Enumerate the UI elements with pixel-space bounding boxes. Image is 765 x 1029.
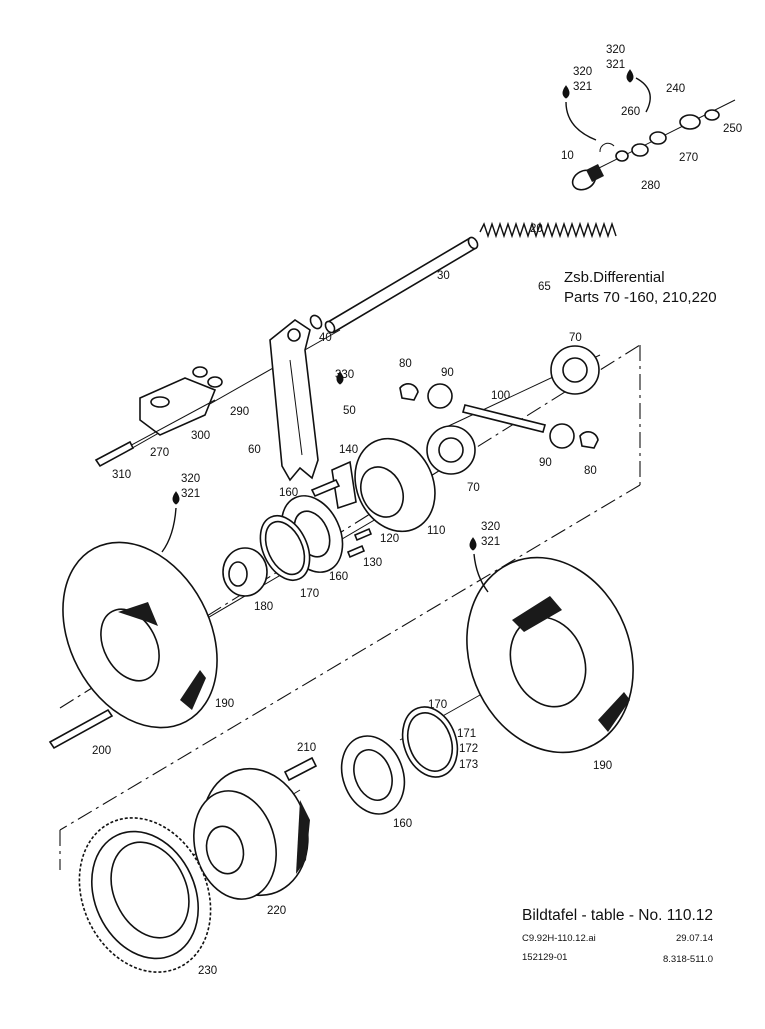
differential-housing xyxy=(193,767,310,900)
oil-drop-icon xyxy=(562,85,570,99)
callout-290: 290 xyxy=(230,406,249,418)
assembly-boundary xyxy=(59,344,641,870)
callout-120: 120 xyxy=(380,533,399,545)
callout-60: 60 xyxy=(248,444,261,456)
callout-300: 300 xyxy=(191,430,210,442)
callout-210: 210 xyxy=(297,742,316,754)
callout-321-b: 321 xyxy=(606,59,625,71)
differential-case xyxy=(310,437,436,559)
callout-130: 130 xyxy=(363,557,382,569)
callout-160c: 160 xyxy=(393,818,412,830)
oil-drop-icon xyxy=(336,371,344,385)
table-date: 29.07.14 xyxy=(676,933,713,944)
callout-190b: 190 xyxy=(593,760,612,772)
callout-40: 40 xyxy=(319,332,332,344)
differential-gears xyxy=(399,345,600,475)
linkage-parts xyxy=(479,99,736,239)
callout-180: 180 xyxy=(254,601,273,613)
assembly-title: Zsb.Differential xyxy=(564,269,665,286)
callout-170a: 170 xyxy=(300,588,319,600)
callout-100: 100 xyxy=(491,390,510,402)
flange-cover-left xyxy=(48,541,218,750)
callout-170b: 170 xyxy=(428,699,447,711)
callout-90a: 90 xyxy=(441,367,454,379)
callout-330: 330 xyxy=(335,369,354,381)
assembly-note: 65 Zsb.Differential Parts 70 -160, 210,2… xyxy=(538,269,717,306)
table-number: 8.318-511.0 xyxy=(663,954,713,965)
callout-320-a: 320 xyxy=(573,66,592,78)
callout-260: 260 xyxy=(621,106,640,118)
callout-320-b: 320 xyxy=(606,44,625,56)
bearing-assembly-lower xyxy=(283,706,459,815)
shaft xyxy=(309,236,479,334)
callout-50: 50 xyxy=(343,405,356,417)
lubrication-symbols xyxy=(161,69,651,593)
callout-320-d: 320 xyxy=(481,521,500,533)
callout-80a: 80 xyxy=(399,358,412,370)
assembly-subtitle: Parts 70 -160, 210,220 xyxy=(564,289,717,306)
callout-220: 220 xyxy=(267,905,286,917)
callout-280: 280 xyxy=(641,180,660,192)
callout-310: 310 xyxy=(112,469,131,481)
callout-10: 10 xyxy=(561,150,574,162)
callout-172: 172 xyxy=(459,743,478,755)
mounting-bracket xyxy=(94,366,223,468)
assembly-ref: 65 xyxy=(538,281,551,293)
title-block: Bildtafel - table - No. 110.12 C9.92H-11… xyxy=(522,907,713,965)
flange-cover-right xyxy=(466,556,634,754)
table-code: 152129-01 xyxy=(522,952,567,963)
callout-20: 20 xyxy=(530,223,543,235)
callout-80b: 80 xyxy=(584,465,597,477)
callout-270a: 270 xyxy=(679,152,698,164)
callout-171: 171 xyxy=(457,728,476,740)
callout-173: 173 xyxy=(459,759,478,771)
callout-230: 230 xyxy=(198,965,217,977)
callout-140: 140 xyxy=(339,444,358,456)
oil-drop-icon xyxy=(626,69,634,83)
callout-30: 30 xyxy=(437,270,450,282)
callout-160b: 160 xyxy=(329,571,348,583)
callout-270b: 270 xyxy=(150,447,169,459)
callout-321-c: 321 xyxy=(181,488,200,500)
bearing-assembly-left xyxy=(222,495,344,597)
table-title: Bildtafel - table - No. 110.12 xyxy=(522,907,713,924)
callout-160a: 160 xyxy=(279,487,298,499)
oil-drop-icon xyxy=(469,537,477,551)
shift-lever xyxy=(269,319,319,482)
callout-labels: 10 20 30 40 50 60 70 70 80 80 90 90 100 … xyxy=(92,44,742,977)
callout-110: 110 xyxy=(427,525,445,537)
callout-321-d: 321 xyxy=(481,536,500,548)
callout-70b: 70 xyxy=(467,482,480,494)
callout-70a: 70 xyxy=(569,332,582,344)
callout-90b: 90 xyxy=(539,457,552,469)
oil-drop-icon xyxy=(172,491,180,505)
callout-321-a: 321 xyxy=(573,81,592,93)
callout-250: 250 xyxy=(723,123,742,135)
callout-240: 240 xyxy=(666,83,685,95)
callout-190a: 190 xyxy=(215,698,234,710)
ring-gear xyxy=(78,817,212,973)
table-file: C9.92H-110.12.ai xyxy=(522,933,596,944)
callout-200: 200 xyxy=(92,745,111,757)
callout-320-c: 320 xyxy=(181,473,200,485)
